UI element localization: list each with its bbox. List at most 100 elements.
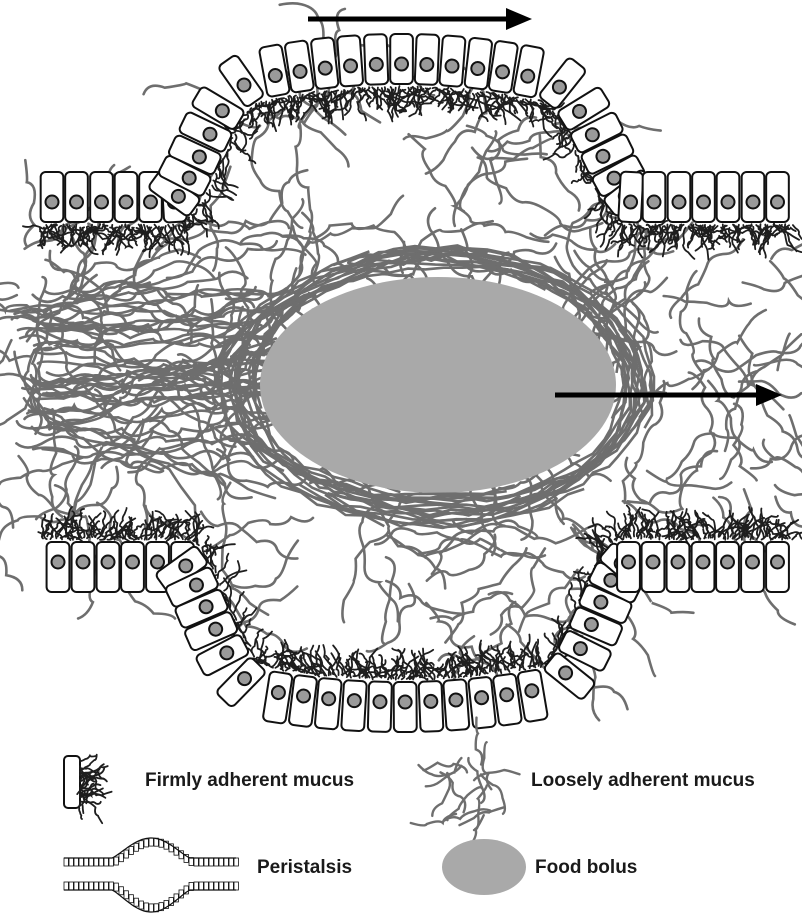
epithelial-cell — [47, 542, 70, 592]
epithelial-cell — [115, 172, 138, 222]
nucleus-icon — [672, 556, 685, 569]
nucleus-icon — [449, 693, 463, 707]
epithelial-cell — [439, 35, 465, 87]
nucleus-icon — [420, 58, 434, 72]
firm-mucus-strand — [569, 583, 576, 609]
epithelial-cell — [368, 681, 392, 732]
nucleus-icon — [771, 556, 784, 569]
epithelial-cell — [364, 34, 388, 85]
epithelial-cell — [741, 542, 764, 592]
nucleus-icon — [722, 196, 735, 209]
legend-label-peristalsis: Peristalsis — [257, 857, 352, 879]
legend-label-food-bolus: Food bolus — [535, 857, 637, 879]
epithelial-cell — [341, 680, 367, 731]
nucleus-icon — [399, 695, 412, 708]
nucleus-icon — [424, 695, 438, 709]
firm-mucus-strand — [564, 131, 570, 151]
nucleus-icon — [151, 556, 164, 569]
epithelial-cell — [692, 542, 715, 592]
loose-mucus-strand — [0, 457, 83, 499]
nucleus-icon — [296, 689, 311, 704]
epithelial-cell — [121, 542, 144, 592]
nucleus-icon — [697, 196, 710, 209]
nucleus-icon — [524, 683, 539, 698]
epithelial-cell — [766, 542, 789, 592]
firm-mucus-strand — [544, 139, 572, 159]
epithelial-cell — [742, 172, 765, 222]
nucleus-icon — [697, 556, 710, 569]
loose-mucus-strand — [0, 279, 18, 291]
peristalsis-icon — [64, 838, 238, 912]
epithelial-cell — [65, 172, 88, 222]
epithelial-cell — [443, 679, 469, 731]
legend-label-loosely-adherent: Loosely adherent mucus — [531, 770, 755, 792]
legend-label-firmly-adherent: Firmly adherent mucus — [145, 770, 354, 792]
loose-mucus-strand — [770, 261, 802, 329]
food-bolus — [260, 277, 616, 493]
loosely-adherent-mucus-icon — [411, 718, 520, 855]
nucleus-icon — [120, 196, 133, 209]
nucleus-icon — [495, 64, 510, 79]
nucleus-icon — [673, 196, 686, 209]
loose-mucus-strand — [431, 592, 512, 619]
epithelial-cell — [41, 172, 64, 222]
loose-mucus-strand — [647, 471, 731, 489]
firm-mucus-strand — [635, 508, 642, 539]
loose-mucus-strand — [693, 310, 766, 389]
loose-mucus-strand — [211, 167, 231, 271]
nucleus-icon — [395, 57, 408, 70]
epithelial-cell — [642, 542, 665, 592]
loose-mucus-strand — [460, 131, 496, 211]
firm-mucus-strand — [233, 592, 244, 613]
top-epithelium — [41, 34, 789, 223]
epithelial-cell — [415, 34, 440, 85]
epithelial-cell — [315, 678, 342, 730]
loose-mucus-strand — [0, 424, 13, 527]
loose-mucus-strand — [25, 160, 35, 245]
nucleus-icon — [144, 196, 157, 209]
bottom-epithelium — [47, 542, 789, 732]
food-bolus-icon — [442, 839, 526, 895]
nucleus-icon — [771, 196, 784, 209]
epithelial-cell — [618, 171, 643, 222]
nucleus-icon — [52, 556, 65, 569]
firm-mucus-strand — [574, 572, 592, 575]
nucleus-icon — [318, 61, 332, 75]
nucleus-icon — [373, 695, 386, 708]
nucleus-icon — [471, 61, 485, 75]
nucleus-icon — [370, 58, 383, 71]
epithelial-cell — [617, 542, 640, 592]
epithelial-cell — [311, 37, 339, 89]
epithelial-cell — [394, 682, 417, 732]
loose-mucus-strand — [222, 483, 268, 615]
firm-mucus-strand — [357, 89, 366, 121]
epithelial-cell — [288, 675, 317, 727]
nucleus-icon — [347, 694, 361, 708]
nucleus-icon — [102, 556, 115, 569]
epithelial-cell — [390, 34, 413, 84]
nucleus-icon — [344, 59, 358, 73]
epithelial-cell — [667, 542, 690, 592]
nucleus-icon — [77, 556, 90, 569]
nucleus-icon — [445, 59, 459, 73]
nucleus-icon — [126, 556, 139, 569]
loose-mucus-strand — [0, 340, 11, 392]
nucleus-icon — [95, 196, 108, 209]
nucleus-icon — [70, 196, 83, 209]
epithelial-cell — [717, 172, 740, 222]
firm-mucus-strand — [576, 156, 578, 172]
epithelial-cell — [419, 681, 444, 732]
nucleus-icon — [746, 556, 759, 569]
nucleus-icon — [721, 556, 734, 569]
loose-mucus-strand — [233, 541, 298, 588]
nucleus-icon — [271, 685, 286, 700]
epithelial-cell — [766, 172, 789, 222]
firmly-adherent-mucus-icon — [64, 755, 112, 824]
epithelial-cell — [262, 671, 292, 724]
epithelial-cell — [337, 35, 363, 87]
loose-mucus-strand — [670, 239, 743, 318]
nucleus-icon — [747, 196, 760, 209]
epithelial-cell — [90, 172, 113, 222]
epithelial-cell — [668, 172, 691, 222]
epithelial-cell — [72, 542, 95, 592]
